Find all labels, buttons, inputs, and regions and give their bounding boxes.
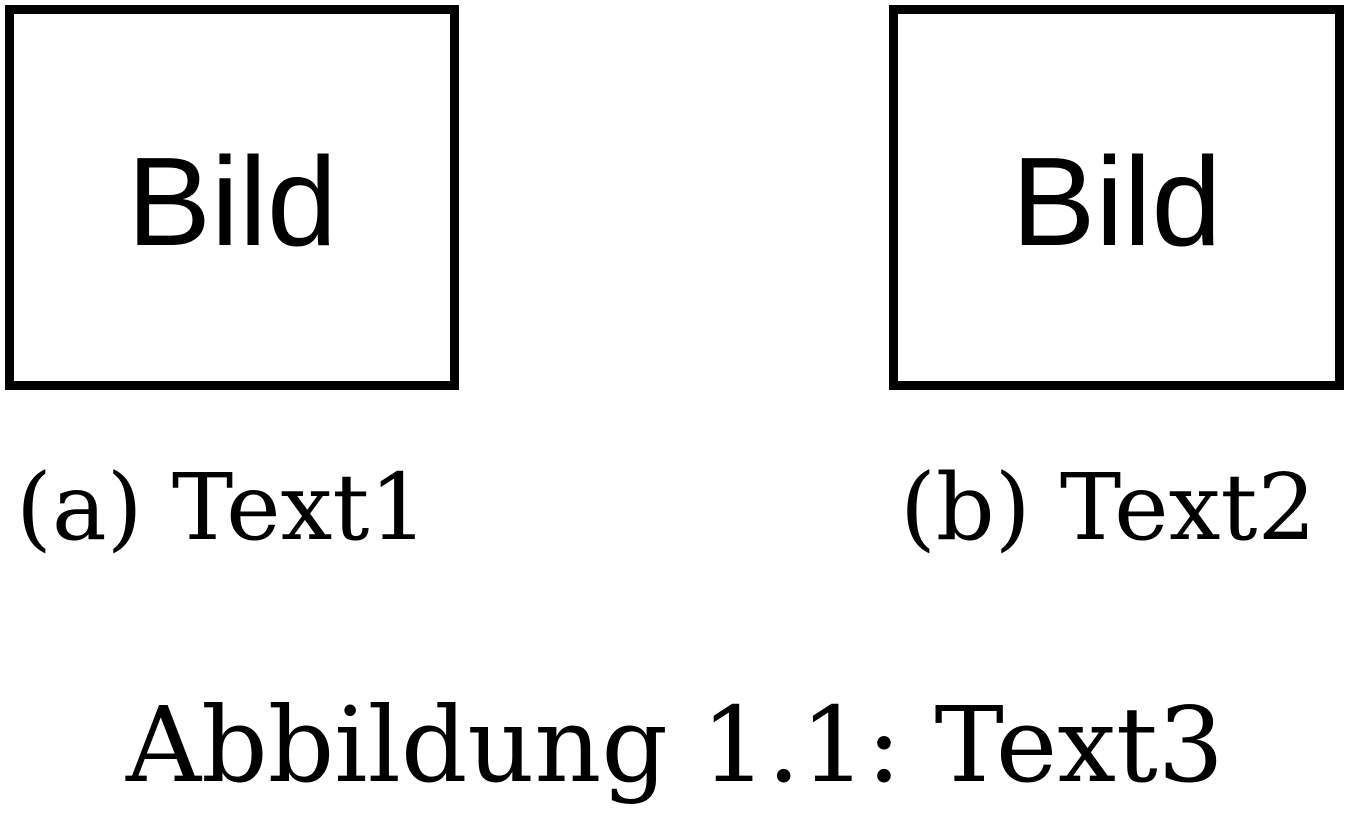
subfigure-a-caption: (a) Text1 — [16, 454, 428, 561]
figure-caption: Abbildung 1.1: Text3 — [126, 684, 1224, 806]
subfigure-b-image-label: Bild — [1011, 130, 1222, 272]
subfigure-a-image-placeholder: Bild — [5, 5, 459, 390]
subfigure-a-image-label: Bild — [126, 130, 338, 272]
subfigure-b-caption: (b) Text2 — [900, 454, 1316, 561]
subfigure-b-image-placeholder: Bild — [889, 5, 1344, 390]
